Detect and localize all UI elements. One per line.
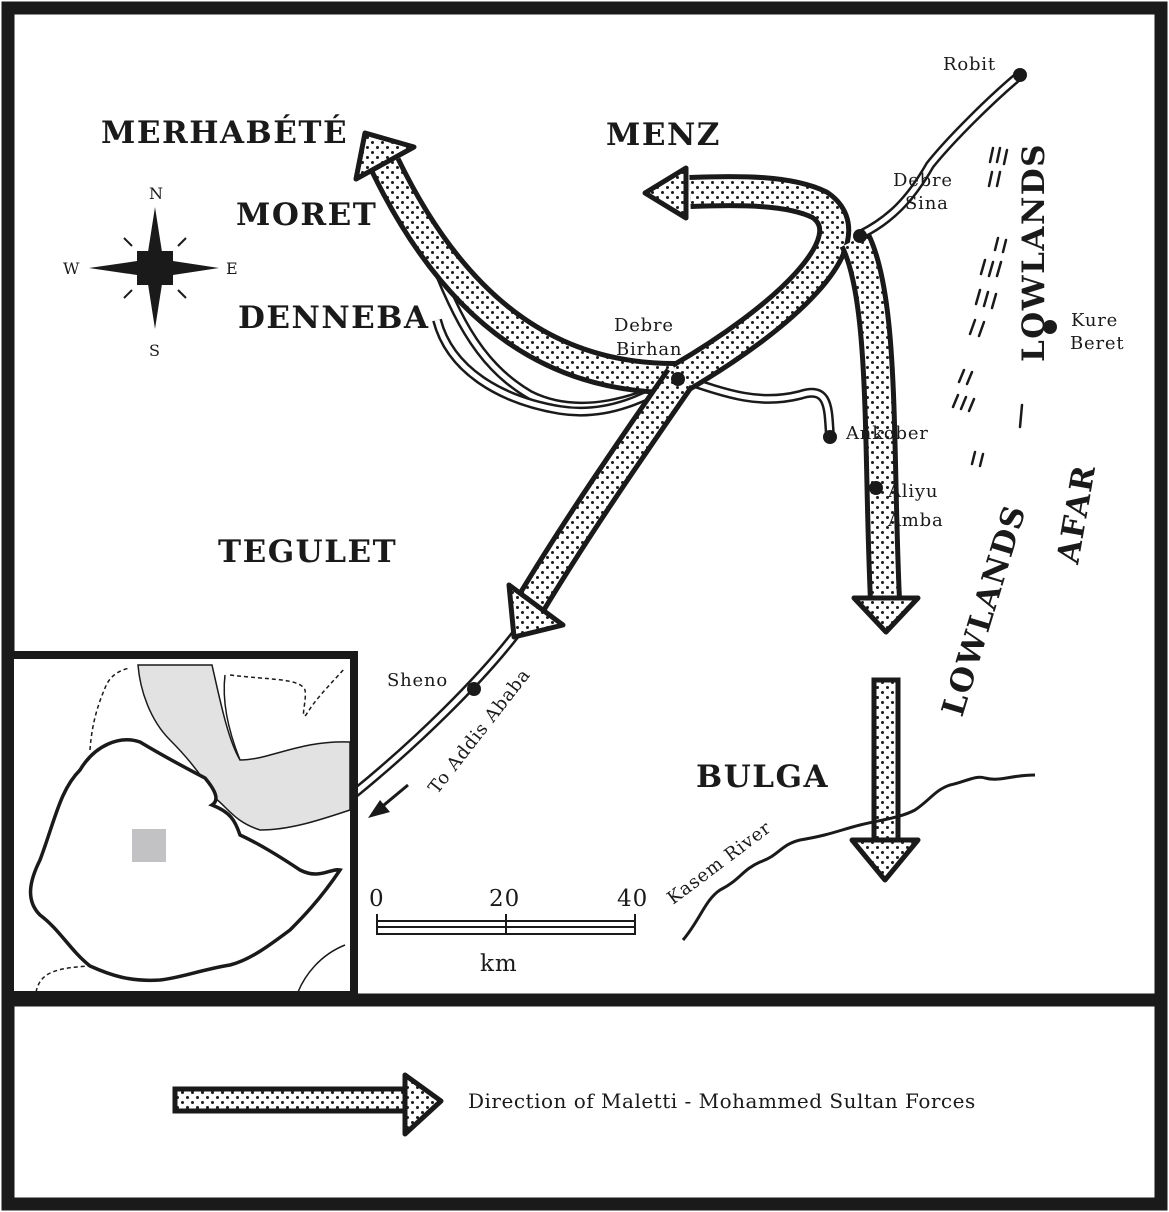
town-label-debre-birhan-2: Birhan	[616, 339, 682, 360]
scale-tick-0: 0	[369, 886, 385, 912]
town-label-sheno: Sheno	[387, 670, 448, 691]
scale-tick-40: 40	[617, 886, 648, 912]
region-tegulet: TEGULET	[218, 534, 397, 570]
compass-n: N	[149, 184, 163, 203]
region-denneba: DENNEBA	[238, 300, 430, 336]
region-moret: MORET	[236, 197, 377, 233]
town-dot-debre-birhan	[671, 372, 685, 386]
town-dot-aliyu-amba	[869, 481, 883, 495]
town-label-ankober: Ankober	[845, 423, 929, 444]
inset-study-area-marker	[132, 829, 166, 862]
region-merhabete: MERHABÉTÉ	[101, 113, 348, 151]
town-dot-robit	[1013, 68, 1027, 82]
region-bulga: BULGA	[696, 759, 829, 795]
to-addis-arrow	[368, 783, 409, 818]
inset-map	[6, 651, 358, 999]
town-label-kure-beret-1: Kure	[1071, 310, 1118, 331]
legend-arrow-symbol	[172, 1072, 444, 1137]
town-dot-kure-beret	[1043, 320, 1057, 334]
escarpment-hachures	[951, 146, 1024, 468]
town-dot-ankober	[823, 430, 837, 444]
legend: Direction of Maletti - Mohammed Sultan F…	[172, 1072, 976, 1137]
inset-country-outline	[28, 738, 343, 983]
town-label-aliyu-amba-2: Amba	[887, 510, 944, 531]
region-lowlands-south: LOWLANDS	[935, 500, 1033, 720]
road-robit-debre-sina	[855, 70, 1025, 240]
town-label-debre-sina-2: Sina	[905, 193, 949, 214]
region-menz: MENZ	[606, 117, 721, 153]
compass-w: W	[63, 259, 80, 278]
force-arrow-menz	[642, 165, 852, 393]
force-arrow-debre-sina-south	[839, 232, 921, 635]
legend-label: Direction of Maletti - Mohammed Sultan F…	[468, 1089, 976, 1113]
compass-e: E	[226, 259, 238, 278]
town-dot-sheno	[467, 682, 481, 696]
town-label-robit: Robit	[943, 54, 996, 75]
kasem-river	[681, 773, 1036, 941]
scale-unit: km	[480, 951, 518, 977]
scale-tick-20: 20	[489, 886, 520, 912]
town-label-kure-beret-2: Beret	[1070, 333, 1124, 354]
region-afar: AFAR	[1050, 462, 1103, 568]
town-dot-debre-sina	[853, 229, 867, 243]
compass-star	[89, 207, 219, 329]
town-label-debre-birhan-1: Debre	[614, 315, 674, 336]
compass-rose: N S W E	[63, 184, 238, 360]
compass-s: S	[149, 341, 160, 360]
town-label-debre-sina-1: Debre	[893, 170, 953, 191]
force-arrow-sheno	[506, 368, 694, 640]
force-arrow-bulga	[849, 677, 921, 883]
region-lowlands-north: LOWLANDS	[1016, 143, 1052, 362]
road-ankober	[678, 373, 835, 437]
force-arrow-merhabete	[353, 130, 681, 396]
town-label-aliyu-amba-1: Aliyu	[887, 481, 938, 502]
road-denneba	[432, 318, 683, 417]
scale-bar: 0 20 40 km	[369, 886, 648, 977]
